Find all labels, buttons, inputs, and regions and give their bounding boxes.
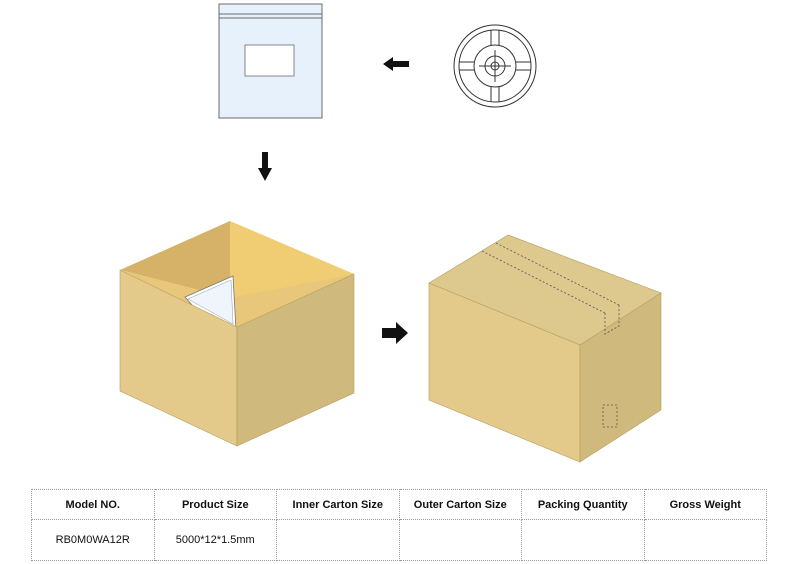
arrow-right-icon [382, 322, 408, 344]
cell-inner-carton-size [276, 519, 400, 561]
cell-packing-quantity [521, 519, 645, 561]
cell-gross-weight [643, 519, 767, 561]
table-row: RB0M0WA12R 5000*12*1.5mm [31, 519, 767, 561]
header-model-no: Model NO. [31, 489, 155, 520]
header-outer-carton-size: Outer Carton Size [398, 489, 522, 520]
reel-icon [453, 24, 537, 108]
sealed-carton-icon [428, 234, 662, 463]
arrow-left-icon [383, 57, 409, 71]
cell-product-size: 5000*12*1.5mm [153, 519, 277, 561]
packaging-diagram [119, 3, 662, 463]
cell-outer-carton-size [398, 519, 522, 561]
header-inner-carton-size: Inner Carton Size [276, 489, 400, 520]
cell-model-no: RB0M0WA12R [31, 519, 155, 561]
header-gross-weight: Gross Weight [643, 489, 767, 520]
header-packing-quantity: Packing Quantity [521, 489, 645, 520]
header-product-size: Product Size [153, 489, 277, 520]
spec-table: Model NO. Product Size Inner Carton Size… [31, 489, 767, 561]
arrow-down-icon [258, 152, 272, 181]
esd-bag-icon [218, 3, 323, 119]
open-carton-icon [119, 221, 355, 447]
table-header-row: Model NO. Product Size Inner Carton Size… [31, 489, 767, 520]
